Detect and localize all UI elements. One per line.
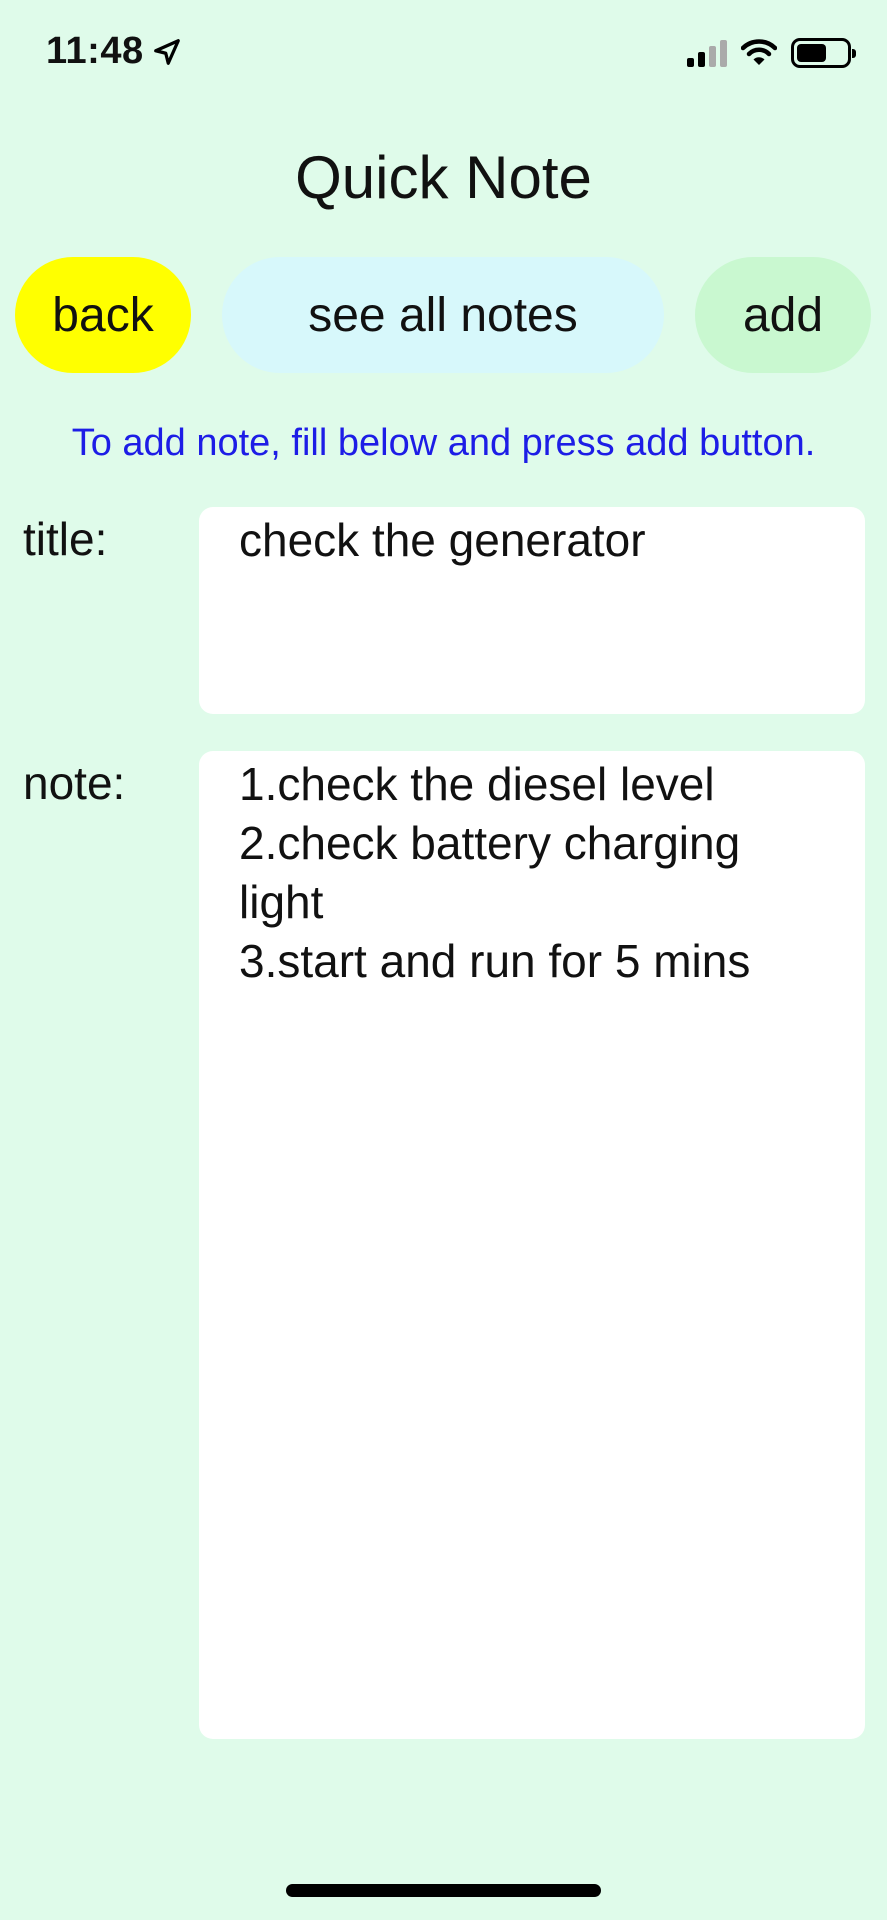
note-textarea[interactable]: 1.check the diesel level 2.check battery…: [199, 751, 865, 1739]
see-all-notes-button[interactable]: see all notes: [222, 257, 664, 373]
wifi-icon: [741, 39, 777, 65]
status-bar-indicators: [687, 38, 856, 68]
battery-fill: [797, 44, 826, 62]
back-button[interactable]: back: [15, 257, 191, 373]
battery-icon: [791, 38, 856, 68]
note-label: note:: [23, 757, 126, 809]
status-time-text: 11:48: [46, 30, 144, 72]
page-title: Quick Note: [295, 144, 592, 211]
status-bar-time: 11:48: [46, 30, 182, 73]
cellular-signal-icon: [687, 39, 727, 67]
instruction-text: To add note, fill below and press add bu…: [71, 422, 816, 464]
home-indicator[interactable]: [286, 1884, 601, 1897]
location-arrow-icon: [153, 38, 180, 65]
add-button[interactable]: add: [695, 257, 871, 373]
title-label: title:: [23, 513, 108, 565]
title-input[interactable]: check the generator: [199, 507, 865, 714]
